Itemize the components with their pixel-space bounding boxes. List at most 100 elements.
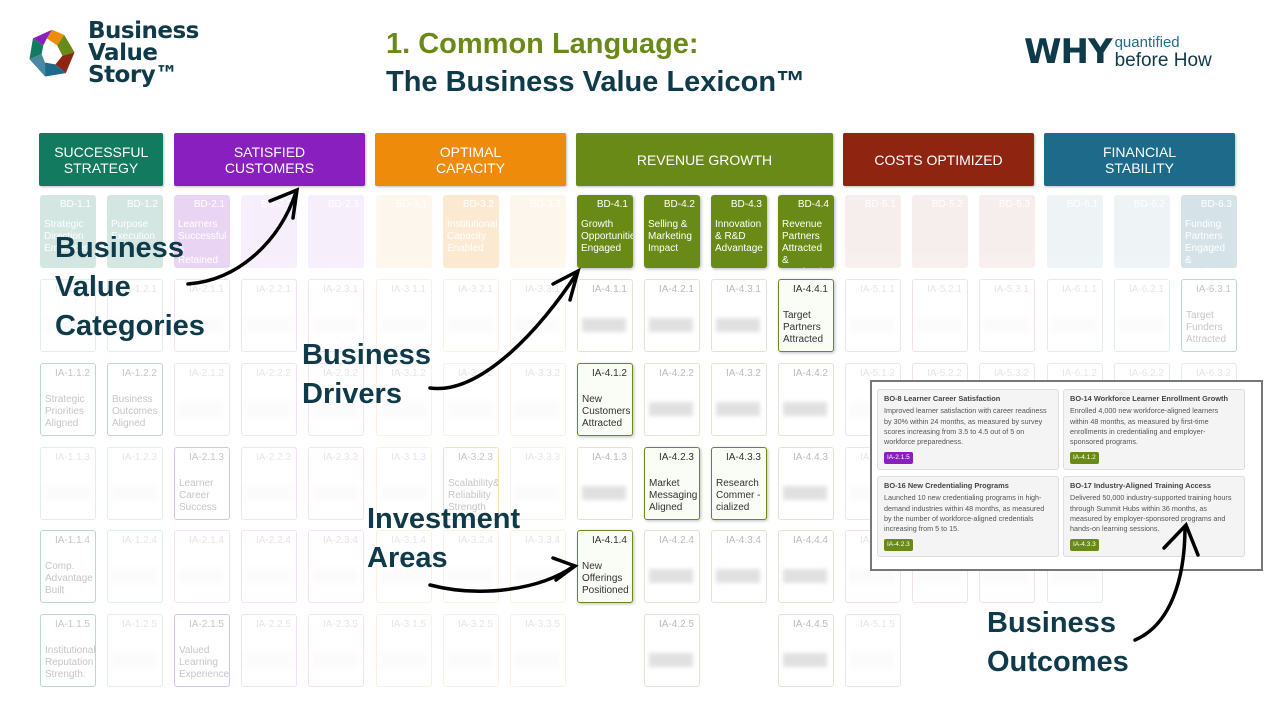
investment-area-card[interactable]: IA-2.3.2 xyxy=(308,363,364,436)
investment-area-card[interactable]: IA-4.3.4 xyxy=(711,530,767,603)
category-optimal-capacity[interactable]: OPTIMAL CAPACITY xyxy=(375,133,566,186)
investment-area-code: IA-5.3.1 xyxy=(993,284,1029,295)
investment-area-card[interactable]: IA-1.2.1 xyxy=(107,279,163,352)
investment-area-card[interactable]: IA-4.2.1 xyxy=(644,279,700,352)
investment-area-card[interactable]: IA-2.1.1 xyxy=(174,279,230,352)
investment-area-card[interactable]: IA-3.1.3 xyxy=(376,447,432,520)
investment-area-card[interactable]: IA-2.1.2 xyxy=(174,363,230,436)
business-driver-card[interactable]: BD-6.1 xyxy=(1047,195,1103,268)
outcome-ia-tag[interactable]: IA-4.3.3 xyxy=(1070,538,1099,551)
business-driver-card[interactable]: BD-5.2 xyxy=(912,195,968,268)
category-successful-strategy[interactable]: SUCCESSFUL STRATEGY xyxy=(39,133,163,186)
investment-area-card[interactable]: IA-3.1.2 xyxy=(376,363,432,436)
investment-area-card[interactable]: IA-4.4.3 xyxy=(778,447,834,520)
investment-area-card[interactable]: IA-4.1.1 xyxy=(577,279,633,352)
business-driver-card[interactable]: BD-3.3 xyxy=(510,195,566,268)
category-revenue-growth[interactable]: REVENUE GROWTH xyxy=(576,133,833,186)
investment-area-card[interactable]: IA-1.1.1 xyxy=(40,279,96,352)
business-driver-card[interactable]: BD-3.1 xyxy=(376,195,432,268)
investment-area-card[interactable]: IA-4.2.4 xyxy=(644,530,700,603)
business-outcome-card[interactable]: BO-14 Workforce Learner Enrollment Growt… xyxy=(1063,389,1245,470)
investment-area-card[interactable]: IA-5.1.5 xyxy=(845,614,901,687)
investment-area-card[interactable]: IA-1.1.3 xyxy=(40,447,96,520)
investment-area-card[interactable]: IA-2.3.4 xyxy=(308,530,364,603)
investment-area-card[interactable]: IA-4.4.4 xyxy=(778,530,834,603)
investment-area-card[interactable]: IA-1.2.4 xyxy=(107,530,163,603)
investment-area-card[interactable]: IA-5.1.1 xyxy=(845,279,901,352)
blurred-placeholder-text xyxy=(1052,318,1096,332)
driver-label: Purpose Execution xyxy=(111,219,155,242)
investment-area-card[interactable]: IA-3.2.5 xyxy=(443,614,499,687)
investment-area-card[interactable]: IA-4.3.2 xyxy=(711,363,767,436)
investment-area-card[interactable]: IA-3.3.1 xyxy=(510,279,566,352)
category-satisfied-customers[interactable]: SATISFIED CUSTOMERS xyxy=(174,133,365,186)
investment-area-card[interactable]: IA-4.2.5 xyxy=(644,614,700,687)
business-driver-card[interactable]: BD-5.1 xyxy=(845,195,901,268)
business-driver-card[interactable]: BD-6.2 xyxy=(1114,195,1170,268)
outcome-ia-tag[interactable]: IA-2.1.5 xyxy=(884,451,913,464)
investment-area-card[interactable]: IA-3.1.4 xyxy=(376,530,432,603)
investment-area-card[interactable]: IA-2.2.5 xyxy=(241,614,297,687)
investment-area-card[interactable]: IA-4.1.3 xyxy=(577,447,633,520)
investment-area-card[interactable]: IA-2.2.1 xyxy=(241,279,297,352)
investment-area-card[interactable]: IA-4.4.2 xyxy=(778,363,834,436)
investment-area-card[interactable]: IA-2.2.4 xyxy=(241,530,297,603)
investment-area-card[interactable]: IA-3.1.5 xyxy=(376,614,432,687)
investment-area-card[interactable]: IA-2.2.3 xyxy=(241,447,297,520)
investment-area-card[interactable]: IA-2.1.4 xyxy=(174,530,230,603)
investment-area-card[interactable]: IA-5.3.1 xyxy=(979,279,1035,352)
blurred-placeholder-text xyxy=(313,569,357,583)
category-costs-optimized[interactable]: COSTS OPTIMIZED xyxy=(843,133,1034,186)
investment-area-card[interactable]: IA-2.3.1 xyxy=(308,279,364,352)
investment-area-card[interactable]: IA-3.1.1 xyxy=(376,279,432,352)
driver-code: BD-4.4 xyxy=(797,199,829,210)
investment-area-card[interactable]: IA-3.3.2 xyxy=(510,363,566,436)
investment-area-card[interactable]: IA-3.2.1 xyxy=(443,279,499,352)
investment-area-card[interactable]: IA-2.3.3 xyxy=(308,447,364,520)
investment-area-card[interactable]: IA-3.3.5 xyxy=(510,614,566,687)
investment-area-card[interactable]: IA-2.2.2 xyxy=(241,363,297,436)
business-driver-card[interactable]: BD-5.3 xyxy=(979,195,1035,268)
business-driver-card[interactable]: BD-2.2 xyxy=(241,195,297,268)
investment-area-card[interactable]: IA-4.4.5 xyxy=(778,614,834,687)
investment-area-card[interactable]: IA-4.2.2 xyxy=(644,363,700,436)
driver-code: BD-4.1 xyxy=(596,199,628,210)
investment-area-card[interactable]: IA-2.3.5 xyxy=(308,614,364,687)
investment-area-card[interactable]: IA-6.2.1 xyxy=(1114,279,1170,352)
investment-area-card[interactable]: IA-3.3.3 xyxy=(510,447,566,520)
category-financial-stability[interactable]: FINANCIAL STABILITY xyxy=(1044,133,1235,186)
investment-area-card[interactable]: IA-1.2.5 xyxy=(107,614,163,687)
investment-area-card[interactable]: IA-3.2.2 xyxy=(443,363,499,436)
business-driver-card[interactable]: BD-2.3 xyxy=(308,195,364,268)
investment-area-card[interactable]: IA-5.2.1 xyxy=(912,279,968,352)
outcome-ia-tag[interactable]: IA-4.1.2 xyxy=(1070,451,1099,464)
investment-area-card[interactable]: IA-1.2.3 xyxy=(107,447,163,520)
investment-area-card[interactable]: IA-6.1.1 xyxy=(1047,279,1103,352)
investment-area-card[interactable]: IA-4.3.1 xyxy=(711,279,767,352)
outcome-ia-tag[interactable]: IA-4.2.3 xyxy=(884,538,913,551)
